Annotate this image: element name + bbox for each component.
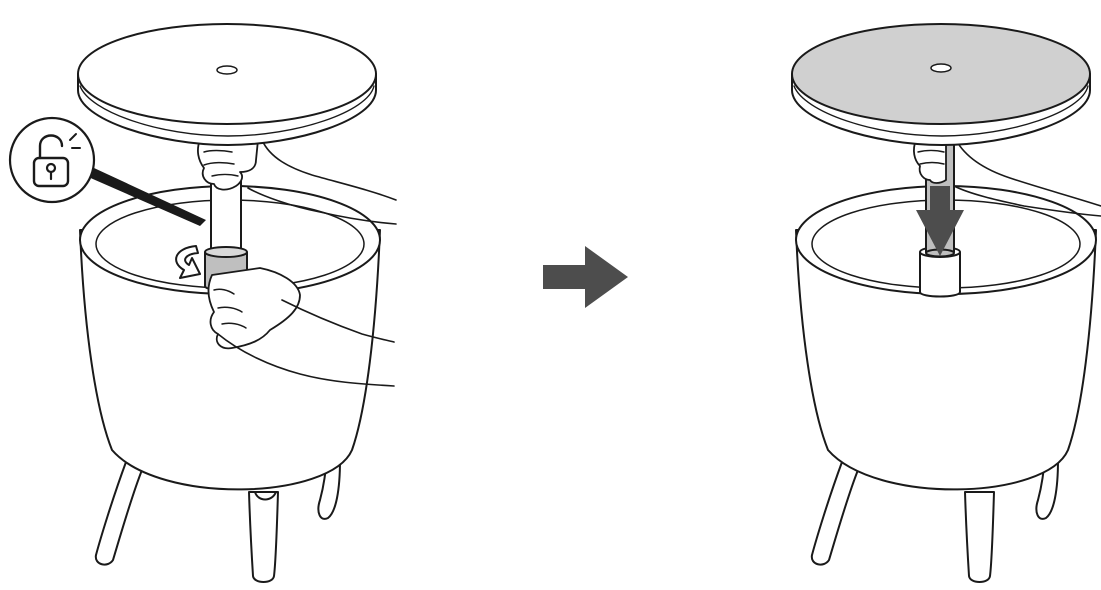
rotate-arrow-icon: [175, 245, 201, 279]
table-legs: [94, 459, 341, 583]
table-legs: [810, 459, 1059, 583]
panel-unlock: [8, 23, 397, 583]
umbrella-hole: [216, 65, 238, 75]
right-arrow-icon: [543, 246, 628, 308]
upper-hand: [913, 139, 947, 184]
umbrella-hole: [930, 63, 952, 73]
upper-hand: [197, 139, 259, 191]
down-arrow-icon: [916, 186, 964, 256]
lower-hand: [207, 267, 301, 350]
table-top-shaded: [791, 23, 1091, 146]
table-top: [77, 23, 377, 146]
unlock-padlock-icon: [8, 116, 96, 204]
cooler-bucket: [795, 229, 1097, 491]
callout-pointer: [86, 168, 206, 226]
pole-sleeve: [919, 251, 961, 298]
cooler-bucket: [79, 229, 381, 491]
panel-lower: [791, 23, 1101, 583]
